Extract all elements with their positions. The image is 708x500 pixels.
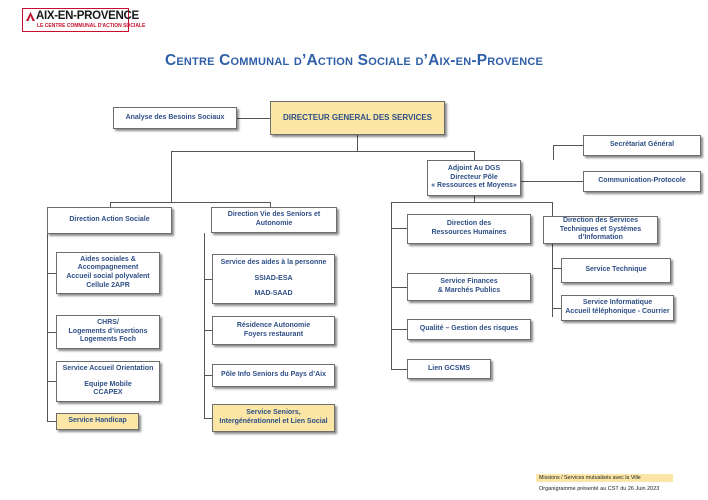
node-text-line: Direction des	[446, 220, 492, 228]
node-text-line: SSIAD-ESA	[254, 274, 293, 282]
node-directeur-general: DIRECTEUR GENERAL DES SERVICES	[270, 101, 445, 135]
node-text-line: Lien GCSMS	[427, 364, 470, 372]
node-text-line: Service Seniors,	[246, 409, 301, 417]
node-text-line: Adjoint Au DGS	[447, 164, 501, 172]
node-text-line: Service Accueil Orientation	[62, 364, 154, 372]
legend-mutualises: Missions / Services mutualisés avec la V…	[536, 474, 673, 482]
node-text-line: Service des aides à la personne	[220, 258, 327, 266]
node-text-line: Pôle Info Seniors du Pays d’Aix	[220, 371, 327, 379]
node-text-line: Aides sociales &	[80, 255, 136, 263]
node-text-line: Communication-Protocole	[598, 177, 686, 185]
node-text-line: Service Handicap	[68, 417, 127, 425]
node-text-line: Equipe Mobile	[84, 380, 132, 388]
node-text-line: Accueil téléphonique - Courrier	[565, 308, 670, 315]
node-text-line: Logements Foch	[79, 336, 136, 344]
node-text-line: Intergénérationnel et Lien Social	[219, 418, 328, 425]
node-text-line: MAD-SAAD	[254, 290, 293, 298]
node-communication-protocole: Communication-Protocole	[583, 171, 701, 192]
node-text-line: Techniques et Systèmes	[559, 225, 642, 233]
node-text-line: Foyers restaurant	[243, 330, 304, 338]
node-text-line: Directeur Pôle	[450, 173, 498, 181]
logo-subtitle: LE CENTRE COMMUNAL D'ACTION SOCIALE	[37, 23, 146, 29]
node-text-line: Qualité – Gestion des risques	[419, 325, 519, 333]
node-qualite-gestion-risques: Qualité – Gestion des risques	[407, 319, 531, 340]
node-text-line: & Marchés Publics	[437, 287, 501, 294]
node-text-line: « Ressources et Moyens»	[431, 182, 517, 190]
node-text-line: Accompagnement	[77, 264, 139, 272]
node-text-line: CHRS/	[97, 318, 119, 326]
node-service-technique: Service Technique	[561, 258, 671, 283]
node-text-line: Secrétariat Général	[609, 141, 675, 149]
node-text-line: Logements d’insertions	[68, 327, 148, 335]
node-service-seniors-intergenerationnel: Service Seniors,Intergénérationnel et Li…	[212, 404, 335, 432]
node-text-line: Résidence Autonomie	[236, 321, 311, 329]
node-text-line: Direction Action Sociale	[69, 216, 150, 224]
node-text-line: Cellule 2APR	[86, 281, 130, 289]
node-text-line: Direction des Services	[562, 216, 639, 224]
page-title: Centre Communal d’Action Sociale d’Aix-e…	[164, 52, 544, 69]
logo-name: AIX-EN-PROVENCE	[36, 10, 139, 22]
footer-note: Organigramme présenté au CST du 26 Juin …	[539, 486, 660, 492]
node-text-line: Service Finances	[440, 278, 498, 286]
node-direction-action-sociale: Direction Action Sociale	[47, 207, 172, 234]
node-text-line: Service Technique	[585, 266, 647, 274]
node-service-finances: Service Finances& Marchés Publics	[407, 273, 531, 301]
node-secretariat-general: Secrétariat Général	[583, 135, 701, 156]
node-text-line: DIRECTEUR GENERAL DES SERVICES	[282, 113, 433, 122]
node-text-line: d’Information	[578, 234, 623, 242]
node-lien-gcsms: Lien GCSMS	[407, 359, 491, 379]
logo-emblem-icon	[26, 12, 35, 21]
node-text-line: Analyse des Besoins Sociaux	[125, 113, 225, 121]
node-text-line: Autonomie	[255, 220, 293, 227]
logo: AIX-EN-PROVENCE LE CENTRE COMMUNAL D'ACT…	[22, 8, 145, 32]
node-text-line: CCAPEX	[93, 389, 123, 397]
node-pole-info-seniors: Pôle Info Seniors du Pays d’Aix	[212, 364, 335, 387]
node-analyse-besoins: Analyse des Besoins Sociaux	[113, 107, 237, 129]
node-text-line: Service Informatique	[582, 299, 653, 307]
node-text-line: Direction Vie des Seniors et	[227, 211, 321, 219]
node-text-line: Ressources Humaines	[431, 229, 507, 236]
node-text-line: Accueil social polyvalent	[66, 273, 150, 280]
node-service-handicap: Service Handicap	[56, 413, 139, 430]
